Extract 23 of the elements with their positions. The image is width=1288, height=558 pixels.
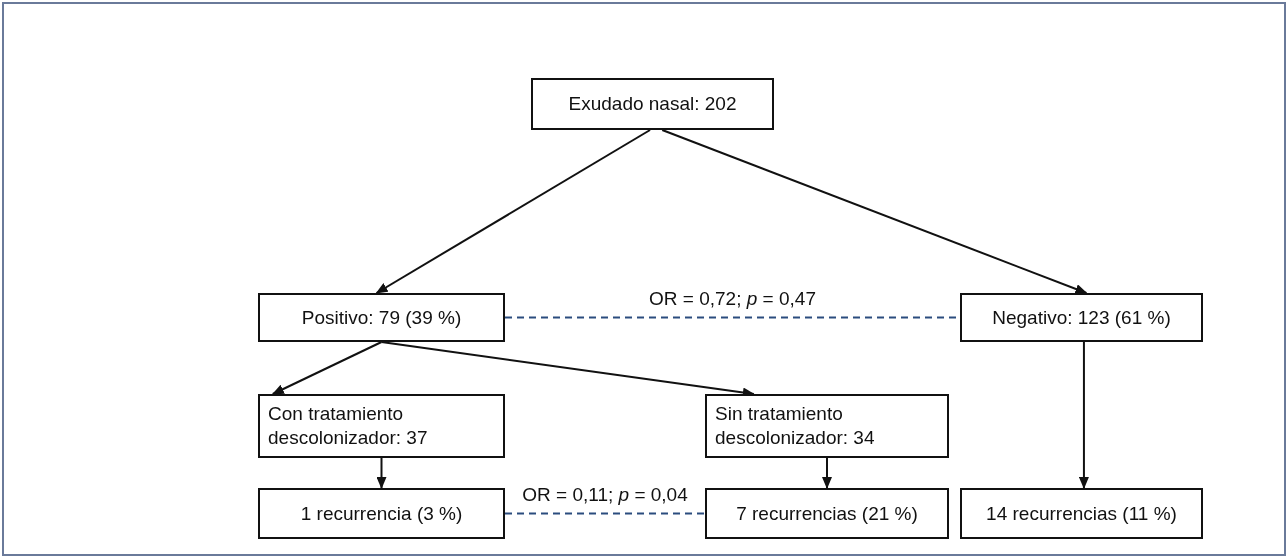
process-box [258, 488, 505, 539]
arrow [822, 457, 832, 489]
arrow [376, 457, 387, 489]
box-text: Exudado nasal: 202 [568, 92, 737, 116]
box-text: Sin tratamiento descolonizador: 34 [715, 402, 876, 450]
box-text: 7 recurrencias (21 %) [736, 501, 918, 526]
box-text: 1 recurrencia (3 %) [300, 501, 463, 526]
box-text: Con tratamiento descolonizador: 37 [268, 402, 429, 450]
box-text: Negativo: 123 (61 %) [992, 305, 1171, 330]
process-box [705, 394, 949, 458]
process-box [258, 293, 505, 342]
dashed-connector [504, 512, 706, 515]
process-box [705, 488, 949, 539]
arrow [661, 129, 1088, 294]
arrow [271, 341, 383, 395]
process-box [258, 394, 505, 458]
process-box [960, 293, 1203, 342]
process-box [531, 78, 774, 130]
box-text: Positivo: 79 (39 %) [301, 305, 462, 330]
box-text: 14 recurrencias (11 %) [986, 501, 1177, 526]
arrow [375, 129, 652, 294]
process-box [960, 488, 1203, 539]
arrow [1078, 341, 1089, 489]
